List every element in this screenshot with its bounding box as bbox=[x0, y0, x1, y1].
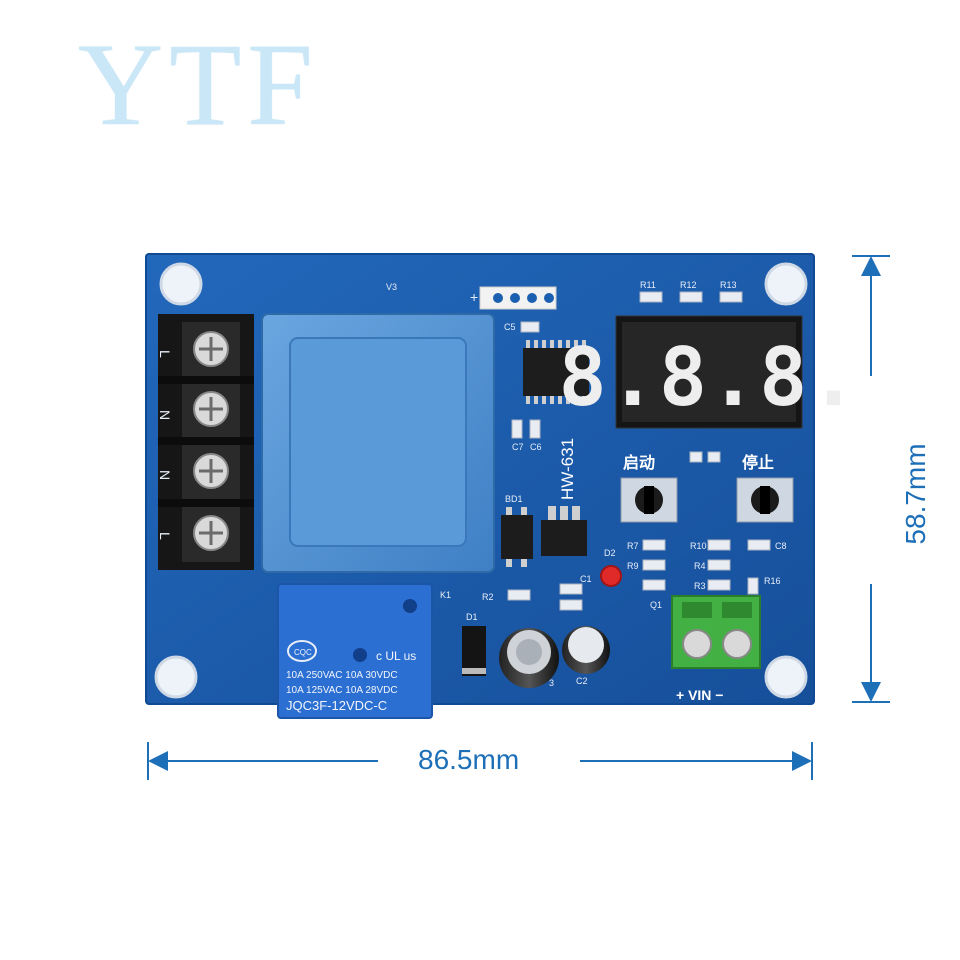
diode bbox=[462, 626, 486, 676]
smd-components bbox=[507, 291, 771, 611]
silk-c1: C1 bbox=[580, 574, 592, 584]
vin-label: + VIN − bbox=[676, 687, 723, 703]
brand-watermark: YTF bbox=[78, 19, 319, 150]
silk-c5: C5 bbox=[504, 322, 516, 332]
dimension-lines bbox=[147, 255, 890, 780]
led-indicator bbox=[600, 565, 622, 587]
seven-segment-display bbox=[615, 315, 803, 429]
silk-r11: R11 bbox=[640, 280, 656, 290]
relay-rating-2: 10A 125VAC 10A 28VDC bbox=[286, 685, 398, 696]
silk-c2: C2 bbox=[576, 676, 588, 686]
silk-c6: C6 bbox=[530, 442, 542, 452]
silk-r16: R16 bbox=[764, 576, 781, 586]
silk-r4: R4 bbox=[694, 561, 706, 571]
terminal-label-2: N bbox=[157, 410, 173, 420]
stop-button[interactable] bbox=[736, 477, 794, 523]
transformer bbox=[261, 313, 495, 573]
relay-ul: c UL us bbox=[376, 649, 416, 663]
model-label: HW-631 bbox=[558, 438, 577, 500]
silk-c7: C7 bbox=[512, 442, 524, 452]
start-button[interactable] bbox=[620, 477, 678, 523]
silk-r10: R10 bbox=[690, 541, 707, 551]
display-digits: 8.8.8. bbox=[559, 331, 860, 424]
mounting-holes bbox=[154, 262, 808, 699]
height-dimension: 58.7mm bbox=[900, 443, 931, 545]
relay-cqc: CQC bbox=[294, 648, 312, 657]
silk-plus: + bbox=[470, 289, 478, 305]
silk-k1: K1 bbox=[440, 590, 451, 600]
start-label: 启动 bbox=[623, 453, 655, 472]
silk-r3: R3 bbox=[694, 581, 706, 591]
vin-terminal bbox=[671, 595, 761, 669]
bridge-rectifier bbox=[501, 507, 533, 567]
terminal-label-1: L bbox=[157, 350, 173, 358]
stop-label: 停止 bbox=[742, 453, 774, 472]
relay-model: JQC3F-12VDC-C bbox=[286, 698, 387, 713]
pin-header bbox=[479, 286, 557, 310]
silk-r2: R2 bbox=[482, 592, 494, 602]
relay-rating-1: 10A 250VAC 10A 30VDC bbox=[286, 670, 398, 681]
silk-q1: Q1 bbox=[650, 600, 662, 610]
terminal-label-4: L bbox=[157, 532, 173, 540]
terminal-label-3: N bbox=[157, 470, 173, 480]
silk-d2: D2 bbox=[604, 548, 616, 558]
silk-r9: R9 bbox=[627, 561, 639, 571]
silk-c8: C8 bbox=[775, 541, 787, 551]
width-dimension: 86.5mm bbox=[418, 744, 520, 775]
silk-r13: R13 bbox=[720, 280, 737, 290]
capacitor-small bbox=[562, 626, 610, 674]
silk-d1: D1 bbox=[466, 612, 478, 622]
capacitor-large bbox=[499, 628, 559, 688]
silk-bd1: BD1 bbox=[505, 494, 523, 504]
silk-v3: V3 bbox=[386, 282, 397, 292]
screw-terminal-block bbox=[158, 314, 254, 570]
silk-r12: R12 bbox=[680, 280, 697, 290]
silk-c3: 3 bbox=[549, 678, 554, 688]
ic-chip bbox=[523, 340, 589, 404]
relay bbox=[277, 583, 433, 719]
voltage-regulator bbox=[541, 506, 587, 556]
silk-r7: R7 bbox=[627, 541, 639, 551]
